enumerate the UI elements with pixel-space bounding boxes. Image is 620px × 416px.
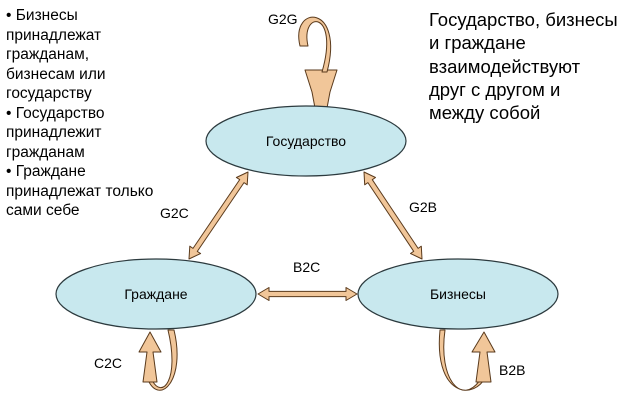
b2b-label: B2B	[499, 362, 525, 378]
c2c-loop-arrow	[138, 331, 162, 383]
c2c-label: C2C	[94, 355, 122, 371]
bullet-item: Государство принадлежит гражданам	[6, 104, 156, 163]
businesses-label: Бизнесы	[430, 286, 486, 302]
g2g-loop-band	[298, 16, 332, 73]
g2g-loop-arrow	[304, 69, 338, 109]
b2c-double-arrow	[257, 287, 358, 301]
bullet-item: Граждане принадлежат только сами себе	[6, 162, 156, 221]
g2c-label: G2C	[160, 205, 189, 221]
g2b-double-arrow	[363, 171, 423, 260]
bullet-list: Бизнесы принадлежат гражданам, бизнесам …	[6, 6, 156, 221]
g2g-label: G2G	[268, 11, 298, 27]
bullet-item: Бизнесы принадлежат гражданам, бизнесам …	[6, 6, 156, 104]
citizens-node	[55, 258, 257, 330]
government-node	[205, 105, 407, 177]
businesses-node	[357, 258, 559, 330]
g2b-label: G2B	[409, 199, 437, 215]
diagram-heading: Государство, бизнесы и граждане взаимоде…	[429, 9, 618, 124]
citizens-label: Граждане	[124, 286, 187, 302]
g2c-double-arrow	[188, 171, 249, 260]
b2b-loop-arrow	[471, 331, 496, 383]
government-label: Государство	[266, 133, 346, 149]
b2c-label: B2C	[293, 259, 320, 275]
